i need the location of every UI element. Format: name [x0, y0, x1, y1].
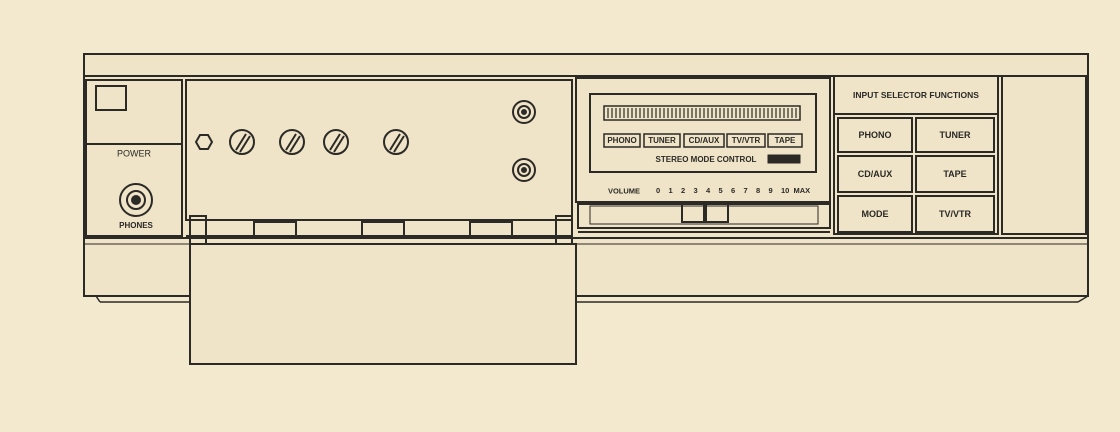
display-source-phono: PHONO: [607, 136, 637, 145]
door-tab-2[interactable]: [361, 221, 405, 239]
tone-knob-4[interactable]: [383, 129, 409, 155]
selector-label-mode: MODE: [861, 209, 889, 219]
volume-scale-mark: 10: [781, 186, 790, 195]
volume-slider-handle[interactable]: [681, 203, 705, 223]
volume-scale-mark: 8: [756, 186, 761, 195]
display-source-cd-aux: CD/AUX: [688, 136, 720, 145]
tone-knob-3[interactable]: [323, 129, 349, 155]
display-window: [575, 77, 831, 203]
volume-scale-mark: MAX: [793, 186, 811, 195]
left-panel: [85, 79, 183, 237]
display-source-tuner: TUNER: [648, 136, 676, 145]
selector-button-cd-aux[interactable]: [837, 155, 913, 193]
power-button[interactable]: [95, 85, 127, 111]
selector-label-cd-aux: CD/AUX: [857, 169, 893, 179]
door-tab-1[interactable]: [253, 221, 297, 239]
selector-label-tuner: TUNER: [939, 130, 971, 140]
tone-knob-1[interactable]: [229, 129, 255, 155]
volume-scale-mark: 3: [693, 186, 698, 195]
volume-scale-mark: 5: [718, 186, 723, 195]
phones-label: PHONES: [119, 221, 153, 230]
selector-button-mode[interactable]: [837, 195, 913, 233]
volume-scale-mark: 0: [656, 186, 661, 195]
volume-scale-mark: 6: [731, 186, 736, 195]
selector-button-tuner[interactable]: [915, 117, 995, 153]
selector-button-phono[interactable]: [837, 117, 913, 153]
right-panel: [1001, 75, 1087, 235]
input-jack-top[interactable]: [512, 100, 536, 124]
selector-label-tape: TAPE: [943, 169, 967, 179]
input-selector-panel: [833, 75, 999, 235]
power-label: POWER: [116, 148, 152, 159]
display-source-tv-vtr: TV/VTR: [731, 136, 761, 145]
volume-label: VOLUME: [607, 186, 641, 196]
selector-button-tape[interactable]: [915, 155, 995, 193]
display-source-tape: TAPE: [774, 136, 796, 145]
selector-label-tv-vtr: TV/VTR: [938, 209, 972, 219]
volume-scale-mark: 7: [743, 186, 748, 195]
selector-label-phono: PHONO: [858, 130, 892, 140]
input-jack-bottom[interactable]: [512, 158, 536, 182]
input-selector-title: INPUT SELECTOR FUNCTIONS: [853, 89, 979, 100]
selector-button-tv-vtr[interactable]: [915, 195, 995, 233]
volume-scale-mark: 4: [706, 186, 711, 195]
stereo-mode-label: STEREO MODE CONTROL: [655, 155, 757, 164]
front-door[interactable]: [189, 243, 577, 365]
volume-scale-mark: 1: [668, 186, 673, 195]
balance-switch[interactable]: [194, 134, 214, 150]
volume-scale-mark: 2: [681, 186, 686, 195]
door-tab-3[interactable]: [469, 221, 513, 239]
tone-knob-2[interactable]: [279, 129, 305, 155]
phones-jack[interactable]: [119, 183, 153, 217]
volume-scale-mark: 9: [768, 186, 773, 195]
